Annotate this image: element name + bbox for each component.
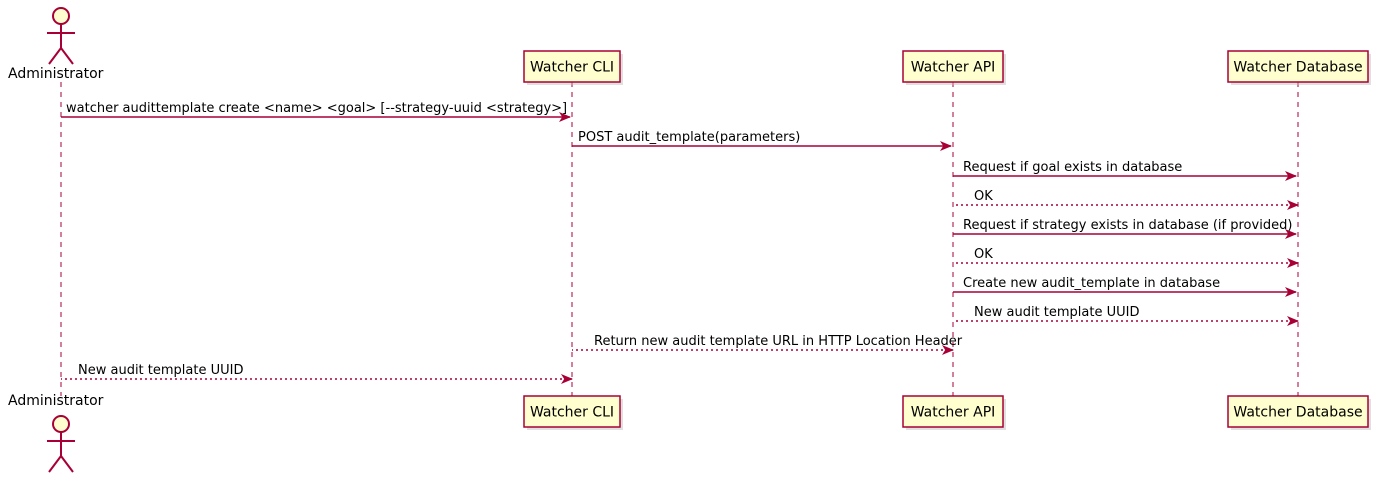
message-5: Request if strategy exists in database (… [953, 218, 1297, 239]
message-label-3: Request if goal exists in database [963, 160, 1182, 175]
message-label-2: POST audit_template(parameters) [578, 130, 800, 145]
participant-label-watcher-api: Watcher API [911, 405, 996, 421]
participant-box-watcher-api-top[interactable]: Watcher API [902, 50, 1006, 85]
actor-figure-bottom-administrator[interactable] [47, 415, 75, 473]
message-label-9: Return new audit template URL in HTTP Lo… [594, 334, 963, 349]
participant-box-rect [523, 50, 621, 83]
actor-label-administrator-bottom: Administrator [8, 393, 104, 409]
participant-box-watcher-cli-top[interactable]: Watcher CLI [523, 50, 623, 85]
message-3: Request if goal exists in database [953, 160, 1297, 181]
participant-box-watcher-cli-bottom[interactable]: Watcher CLI [523, 395, 623, 430]
actor-figure-top-administrator[interactable] [47, 7, 75, 65]
message-label-5: Request if strategy exists in database (… [963, 218, 1292, 233]
participant-box-watcher-api-bottom[interactable]: Watcher API [902, 395, 1006, 430]
message-label-1: watcher audittemplate create <name> <goa… [66, 101, 567, 116]
actor-left-leg-icon [48, 455, 62, 473]
message-4: OK [953, 189, 1299, 210]
lifelines-group [60, 82, 1299, 396]
message-label-8: New audit template UUID [974, 305, 1139, 320]
participant-box-rect [523, 395, 621, 428]
participant-box-rect [1227, 395, 1369, 428]
message-10: New audit template UUID [61, 363, 573, 384]
actor-head-icon [52, 7, 70, 25]
actor-right-leg-icon [60, 47, 74, 65]
participant-box-watcher-database-top[interactable]: Watcher Database [1227, 50, 1371, 85]
participant-label-watcher-cli: Watcher CLI [530, 405, 614, 421]
actor-head-icon [52, 415, 70, 433]
participant-box-rect [902, 50, 1004, 83]
actor-left-leg-icon [48, 47, 62, 65]
actor-right-leg-icon [60, 455, 74, 473]
message-2: POST audit_template(parameters) [572, 130, 952, 151]
message-label-10: New audit template UUID [78, 363, 243, 378]
message-label-6: OK [974, 247, 993, 262]
participant-label-watcher-database: Watcher Database [1233, 60, 1362, 76]
participant-label-watcher-database: Watcher Database [1233, 405, 1362, 421]
participant-box-rect [902, 395, 1004, 428]
actor-label-administrator-top: Administrator [8, 66, 104, 82]
participant-box-rect [1227, 50, 1369, 83]
participant-box-watcher-database-bottom[interactable]: Watcher Database [1227, 395, 1371, 430]
message-1: watcher audittemplate create <name> <goa… [61, 101, 571, 122]
message-label-4: OK [974, 189, 993, 204]
message-6: OK [953, 247, 1299, 268]
message-8: New audit template UUID [953, 305, 1299, 326]
participant-label-watcher-api: Watcher API [911, 60, 996, 76]
participant-label-watcher-cli: Watcher CLI [530, 60, 614, 76]
message-9: Return new audit template URL in HTTP Lo… [572, 334, 963, 355]
messages-group: watcher audittemplate create <name> <goa… [61, 101, 1299, 384]
message-label-7: Create new audit_template in database [963, 276, 1220, 291]
message-7: Create new audit_template in database [953, 276, 1297, 297]
